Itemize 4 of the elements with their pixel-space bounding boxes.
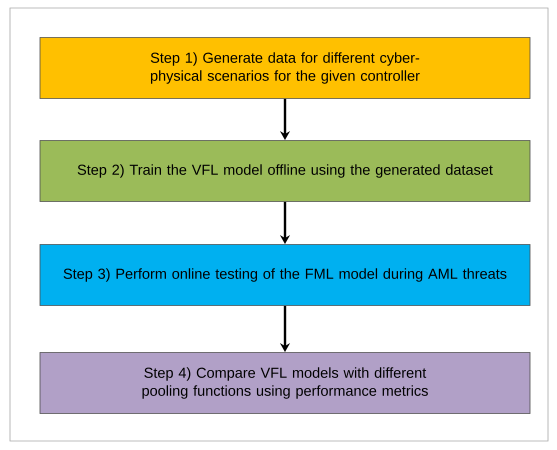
step-box: Step 1) Generate data for different cyber-physical scenarios for the given controller <box>40 37 530 99</box>
step-box: Step 2) Train the VFL model offline using the generated dataset <box>40 140 530 202</box>
step-box: Step 4) Compare VFL models with different pooling functions using performance metrics <box>40 352 530 414</box>
step-box: Step 3) Perform online testing of the FML model during AML threats <box>40 244 530 306</box>
